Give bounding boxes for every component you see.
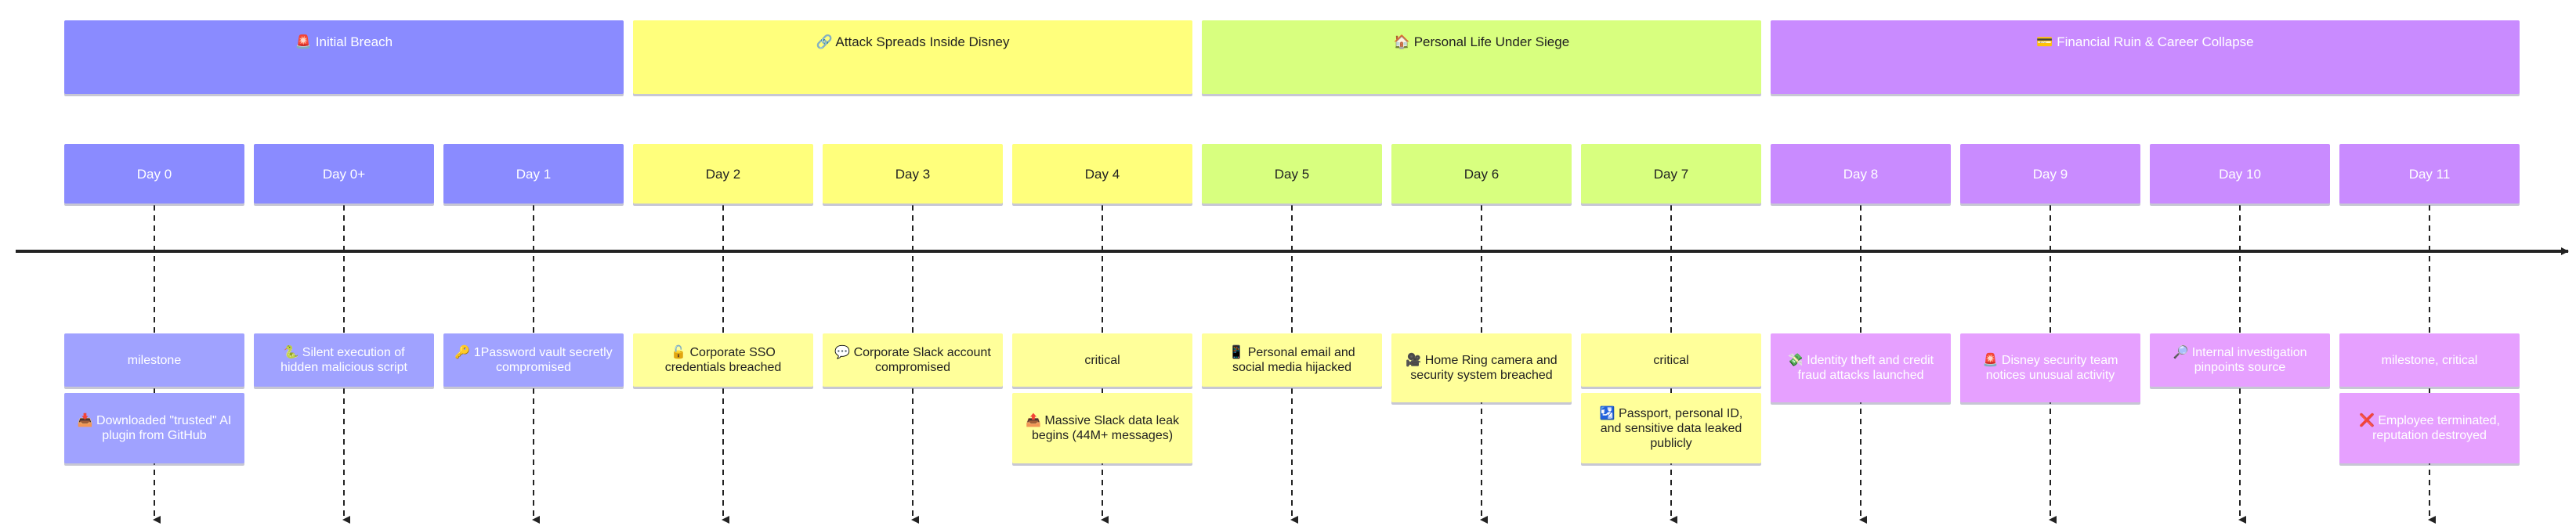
period-box: Day 5 [1202, 144, 1382, 204]
event-box: ❌ Employee terminated, reputation destro… [2339, 393, 2520, 463]
period-box: Day 11 [2339, 144, 2520, 204]
event-box: milestone [64, 333, 244, 387]
period-box: Day 0+ [254, 144, 434, 204]
period-box: Day 2 [633, 144, 813, 204]
event-box: 💬 Corporate Slack account compromised [823, 333, 1003, 387]
period-box: Day 9 [1960, 144, 2140, 204]
period-box: Day 6 [1391, 144, 1572, 204]
event-box: 🐍 Silent execution of hidden malicious s… [254, 333, 434, 387]
event-box: 🔓 Corporate SSO credentials breached [633, 333, 813, 387]
event-box: 🎥 Home Ring camera and security system b… [1391, 333, 1572, 402]
event-box: milestone, critical [2339, 333, 2520, 387]
section-header: 🏠 Personal Life Under Siege [1202, 20, 1761, 94]
event-box: 🔑 1Password vault secretly compromised [443, 333, 624, 387]
event-box: 📱 Personal email and social media hijack… [1202, 333, 1382, 387]
period-box: Day 1 [443, 144, 624, 204]
period-box: Day 10 [2150, 144, 2330, 204]
period-box: Day 4 [1012, 144, 1192, 204]
section-header: 🔗 Attack Spreads Inside Disney [633, 20, 1192, 94]
period-box: Day 7 [1581, 144, 1761, 204]
section-header: 💳 Financial Ruin & Career Collapse [1771, 20, 2520, 94]
section-header: 🚨 Initial Breach [64, 20, 624, 94]
period-box: Day 3 [823, 144, 1003, 204]
event-box: 🔎 Internal investigation pinpoints sourc… [2150, 333, 2330, 387]
event-box: critical [1012, 333, 1192, 387]
event-box: 🛂 Passport, personal ID, and sensitive d… [1581, 393, 1761, 463]
event-box: 🚨 Disney security team notices unusual a… [1960, 333, 2140, 402]
event-box: critical [1581, 333, 1761, 387]
period-box: Day 8 [1771, 144, 1951, 204]
period-box: Day 0 [64, 144, 244, 204]
event-box: 📥 Downloaded "trusted" AI plugin from Gi… [64, 393, 244, 463]
event-box: 💸 Identity theft and credit fraud attack… [1771, 333, 1951, 402]
event-box: 📤 Massive Slack data leak begins (44M+ m… [1012, 393, 1192, 463]
